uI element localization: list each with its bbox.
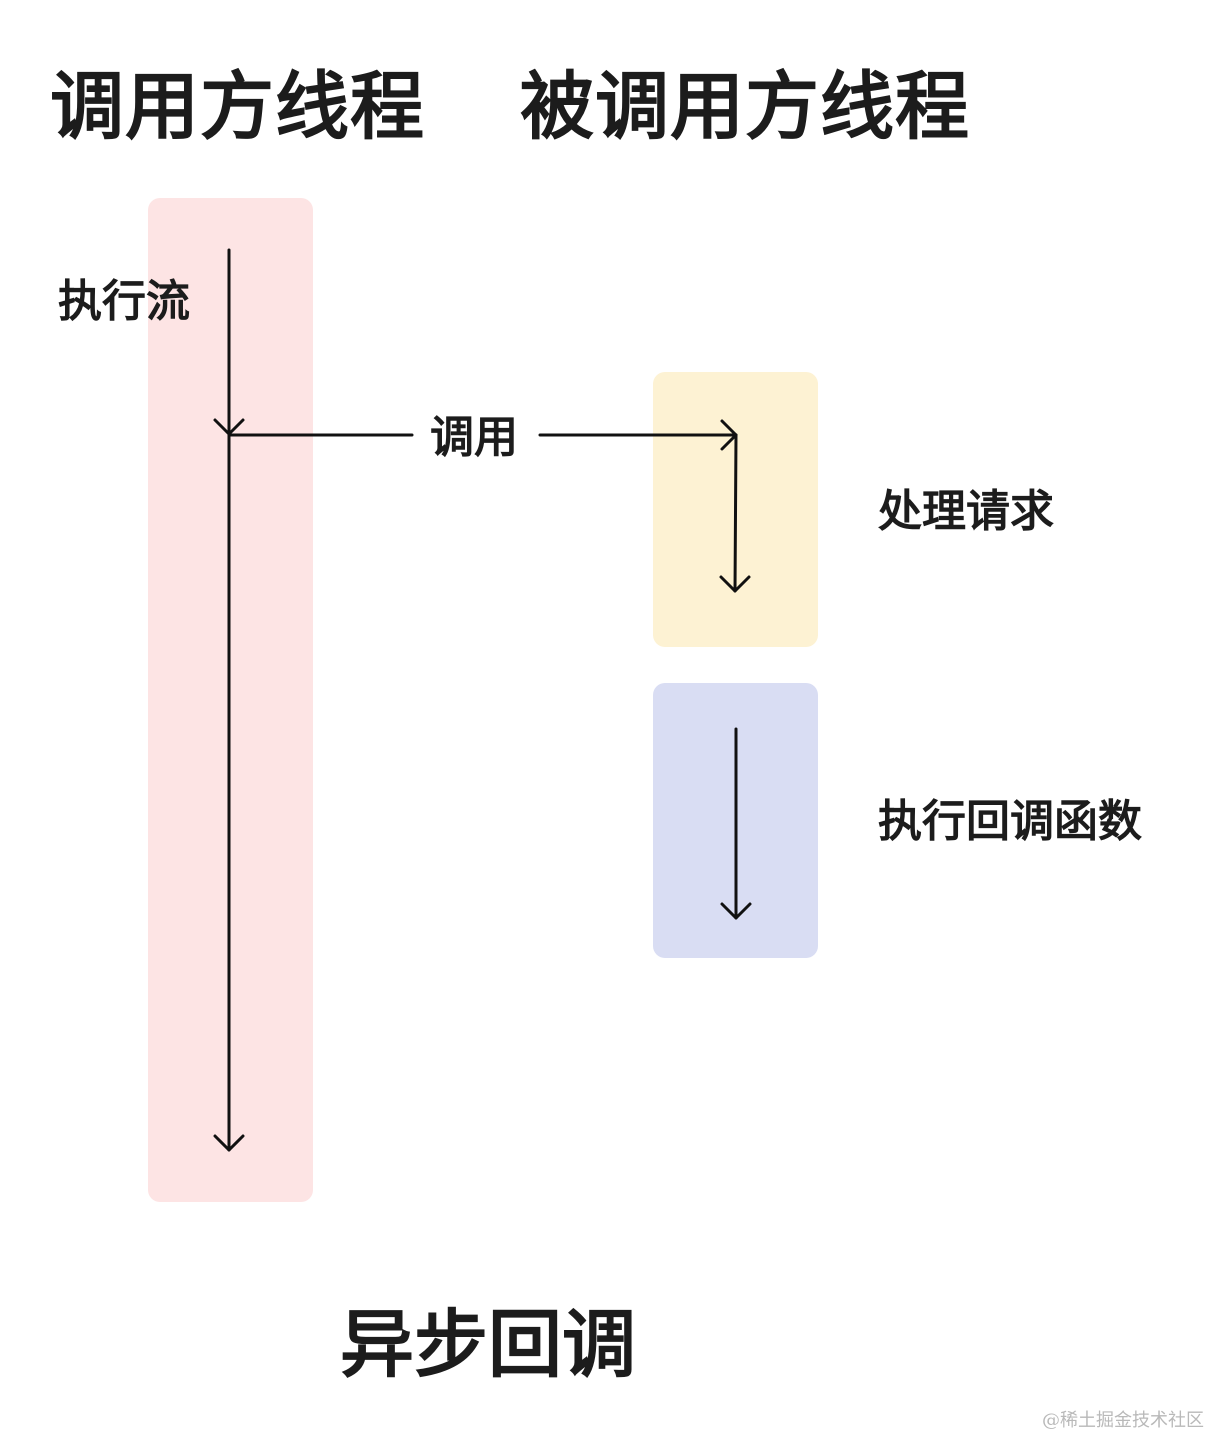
callee-thread-title: 被调用方线程 [520,64,970,150]
process-request-label: 处理请求 [878,486,1054,537]
caller-thread-title: 调用方线程 [50,64,425,150]
process-flow-arrowhead [719,575,751,593]
process-flow-line [733,433,738,593]
callback-flow-arrowhead [720,902,752,920]
execution-flow-label: 执行流 [58,276,190,327]
call-label: 调用 [430,412,518,463]
diagram-caption: 异步回调 [340,1302,636,1388]
watermark: @稀土掘金技术社区 [1042,1410,1204,1431]
caller-flow-arrowhead-end [213,1134,245,1152]
execute-callback-label: 执行回调函数 [878,796,1142,847]
